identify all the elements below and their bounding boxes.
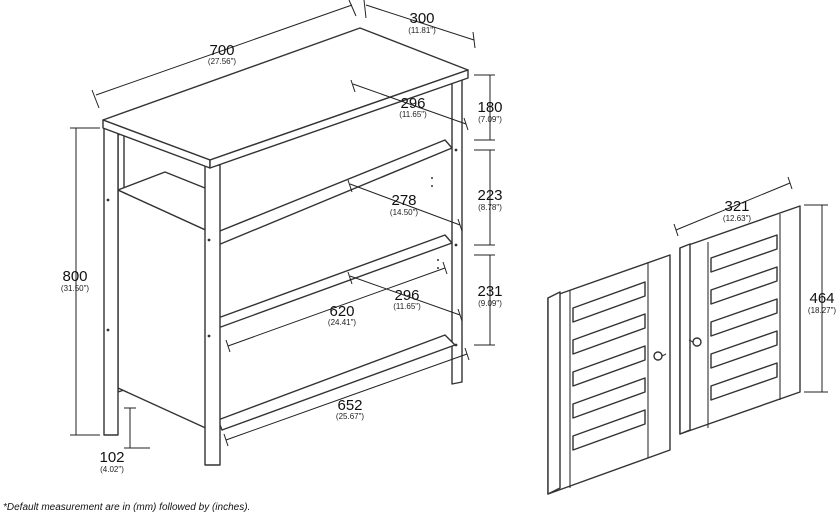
right-door-knob-icon [688, 337, 702, 347]
dim-278-mm: 278 [391, 192, 416, 209]
footnote: *Default measurement are in (mm) followe… [3, 502, 250, 513]
dim-620-in: (24.41") [328, 318, 357, 327]
right-door [679, 205, 801, 435]
front-right-leg [204, 164, 221, 466]
dim-800-mm: 800 [62, 268, 87, 285]
cabinet [102, 27, 469, 466]
dim-296-top-in: (11.65") [399, 110, 427, 119]
dim-700-mm: 700 [209, 42, 234, 59]
dim-231-mm: 231 [477, 283, 502, 300]
dim-296-lower-in: (11.65") [393, 302, 421, 311]
dim-700-in: (27.56") [208, 57, 237, 66]
left-door-edge [547, 291, 561, 495]
dim-223-in: (8.78") [478, 203, 502, 212]
left-door-knob-icon [653, 351, 667, 361]
dim-800-in: (31.50") [61, 284, 90, 293]
right-door-edge [679, 243, 691, 435]
dim-102-in: (4.02") [100, 465, 124, 474]
left-door-face [547, 254, 671, 495]
dim-321-mm: 321 [724, 198, 749, 215]
dim-321-in: (12.63") [723, 214, 752, 223]
front-left-leg [103, 127, 119, 436]
dim-296-top-mm: 296 [400, 95, 425, 112]
dim-620-mm: 620 [329, 303, 354, 320]
dim-652-mm: 652 [337, 397, 362, 414]
dimension-labels: 700 (27.56") 300 (11.81") 296 (11.65") 1… [61, 10, 837, 474]
screw-holes [106, 148, 458, 347]
dim-102-mm: 102 [99, 449, 124, 466]
dim-180-in: (7.09") [478, 115, 502, 124]
dim-296-lower-mm: 296 [394, 287, 419, 304]
dim-300-in: (11.81") [408, 26, 436, 35]
dimension-lines [70, 0, 828, 449]
top-board-right-edge [209, 69, 469, 169]
dim-652-in: (25.67") [336, 412, 365, 421]
dim-231-in: (9.09") [478, 299, 502, 308]
dim-300-mm: 300 [409, 10, 434, 27]
dim-223-mm: 223 [477, 187, 502, 204]
dim-464-in: (18.27") [808, 306, 837, 315]
left-door [547, 254, 671, 495]
dim-278-in: (14.50") [390, 208, 419, 217]
dim-464-mm: 464 [809, 290, 834, 307]
dim-180-mm: 180 [477, 99, 502, 116]
